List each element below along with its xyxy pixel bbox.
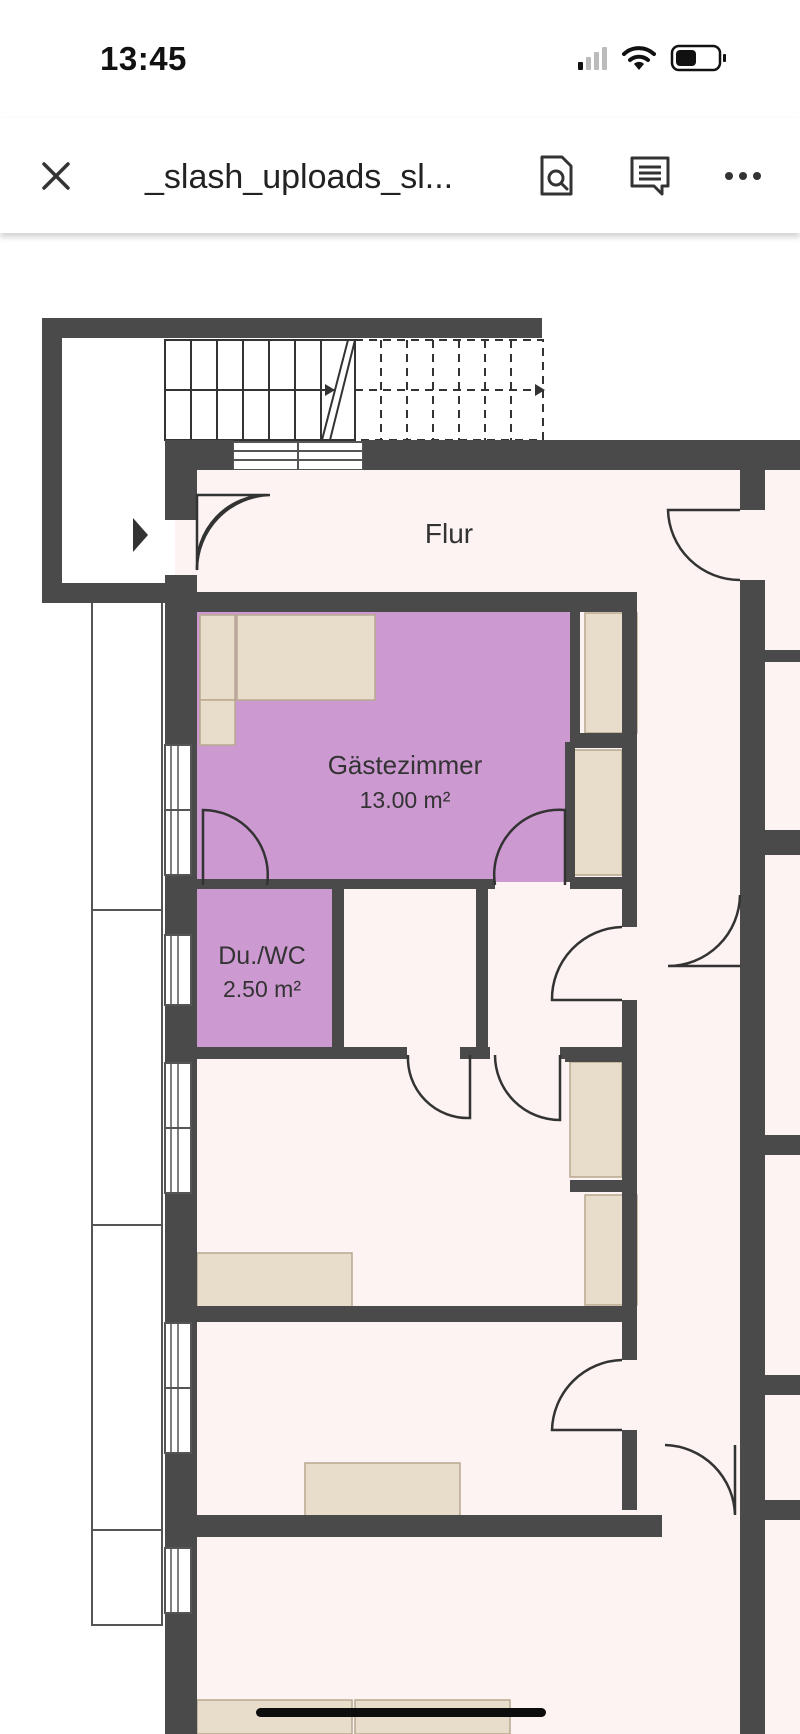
window-mullions	[170, 745, 179, 1613]
home-indicator[interactable]	[256, 1708, 546, 1717]
document-viewer[interactable]: Flur Gästezimmer 13.00 m² Du./WC 2.50 m²	[0, 233, 800, 1734]
status-time: 13:45	[100, 40, 187, 77]
bathroom	[197, 882, 335, 1048]
close-button[interactable]	[28, 148, 84, 204]
more-options-icon	[725, 172, 761, 180]
document-title: _slash_uploads_sl...	[145, 158, 454, 196]
more-options-button[interactable]	[715, 148, 771, 204]
doors	[195, 493, 742, 1516]
furniture	[196, 612, 638, 1734]
status-bar: 13:45	[0, 0, 800, 118]
room-area-gaestezimmer: 13.00 m²	[360, 787, 451, 813]
document-toolbar: _slash_uploads_sl...	[0, 118, 800, 233]
cellular-signal-icon	[578, 47, 607, 70]
comment-icon	[630, 156, 670, 196]
room-area-bathroom: 2.50 m²	[223, 976, 301, 1002]
room-label-flur: Flur	[425, 518, 473, 549]
find-in-page-icon	[540, 155, 573, 196]
comment-button[interactable]	[622, 148, 678, 204]
status-icons	[578, 42, 738, 78]
find-in-page-button[interactable]	[528, 148, 584, 204]
balcony-strip	[91, 599, 163, 1626]
staircase	[164, 339, 545, 471]
room-label-gaestezimmer: Gästezimmer	[328, 750, 483, 780]
room-label-bathroom: Du./WC	[218, 942, 306, 970]
entry-arrow-icon	[133, 518, 148, 552]
floor-plan: Flur Gästezimmer 13.00 m² Du./WC 2.50 m²	[42, 318, 800, 1734]
wifi-icon	[622, 46, 656, 70]
close-icon	[42, 162, 70, 190]
battery-icon	[670, 44, 726, 72]
hallway	[175, 470, 740, 590]
